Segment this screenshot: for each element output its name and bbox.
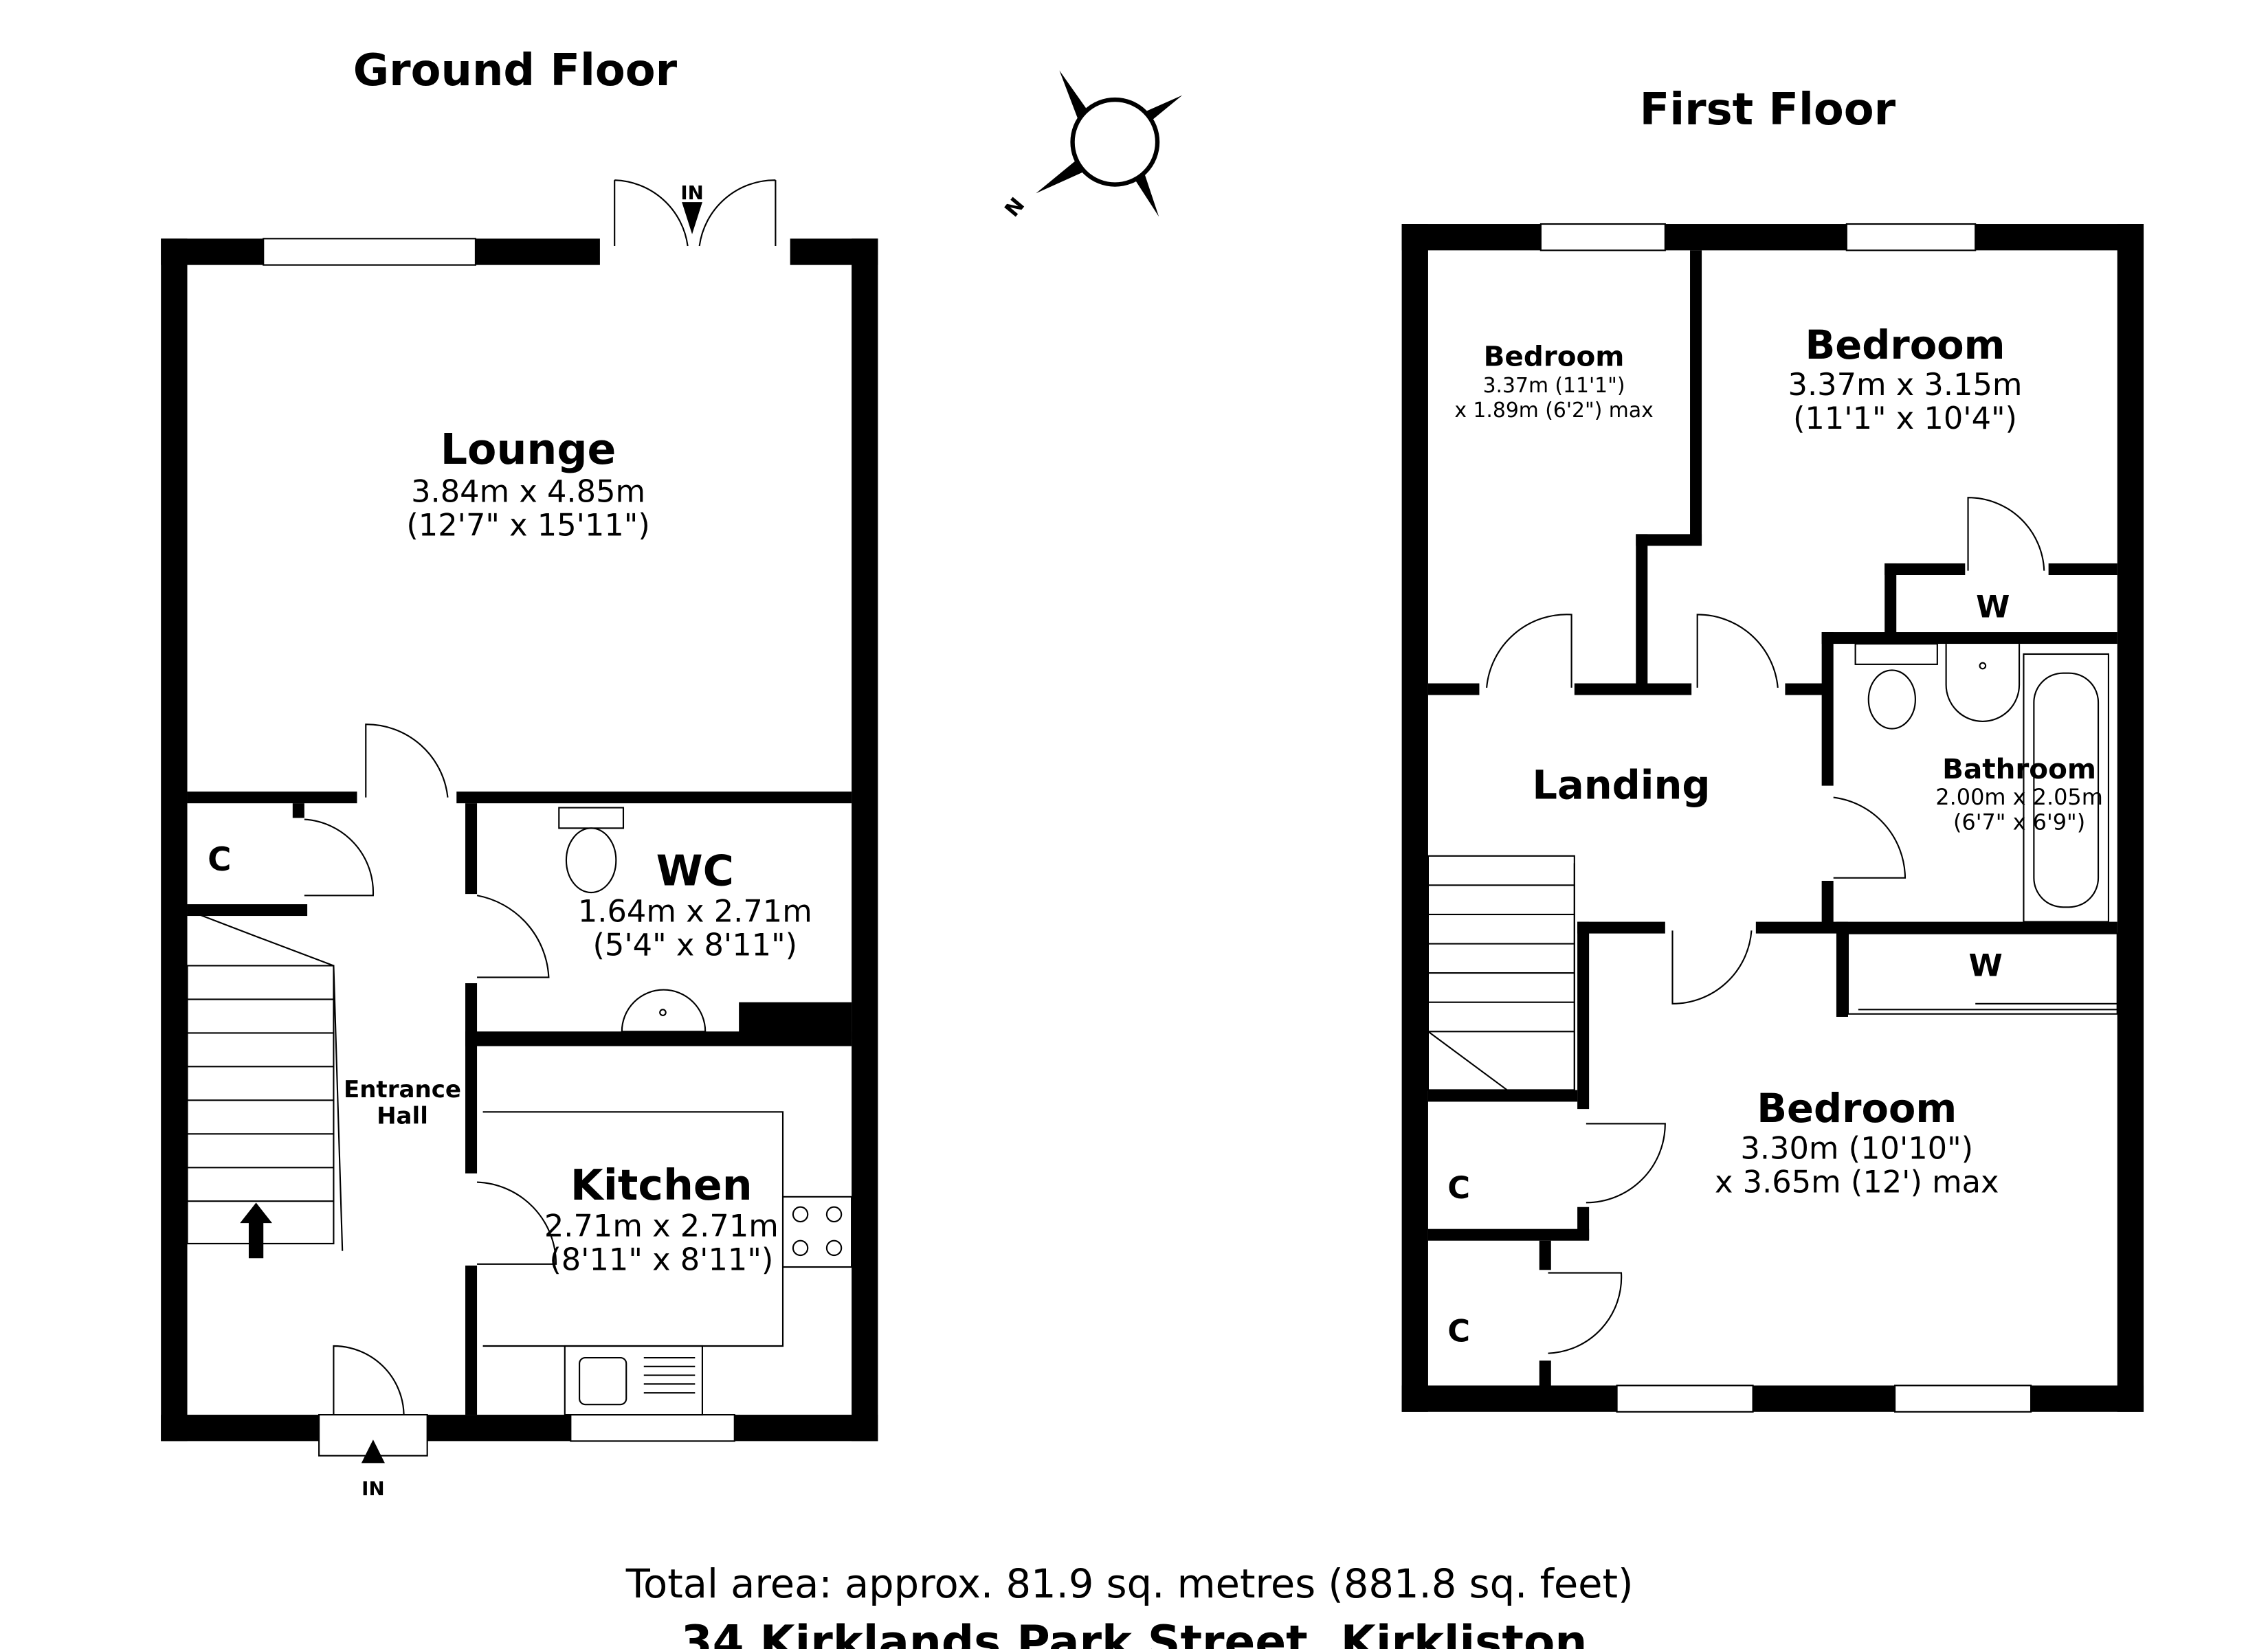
bathroom-dim-imperial: (6'7" x 6'9") <box>1953 809 2085 835</box>
total-area: Total area: approx. 81.9 sq. metres (881… <box>625 1561 1634 1607</box>
door-arc <box>476 895 550 978</box>
wardrobe-label: W <box>1968 947 2002 983</box>
stairs-up-arrow-icon <box>240 1202 272 1259</box>
kitchen-dim-imperial: (8'11" x 8'11") <box>549 1242 773 1277</box>
bedroom-3-dim-2: x 3.65m (12') max <box>1715 1164 1999 1200</box>
door-arc <box>365 723 449 798</box>
compass-icon: N <box>1000 70 1183 222</box>
cupboard-label: C <box>208 842 231 879</box>
front-door <box>318 1345 428 1457</box>
bathroom-dim-metric: 2.00m x 2.05m <box>1935 784 2103 810</box>
rear-entry-arrow-icon <box>682 202 702 234</box>
wc-name: WC <box>656 846 734 895</box>
bedroom-2-name: Bedroom <box>1805 322 2005 368</box>
door-arc <box>304 818 374 897</box>
window <box>570 1414 735 1442</box>
cupboard-label: C <box>1447 1170 1470 1206</box>
bedroom-1-dim-2: x 1.89m (6'2") max <box>1454 399 1653 423</box>
staircase <box>1427 855 1575 1091</box>
bedroom-1-name: Bedroom <box>1484 340 1625 373</box>
window <box>263 238 476 266</box>
toilet-icon <box>558 807 625 894</box>
window <box>1539 223 1666 251</box>
kitchen-counter <box>482 1111 853 1416</box>
ground-floor-title: Ground Floor <box>353 45 678 96</box>
window <box>1616 1384 1754 1413</box>
sink-icon <box>621 989 707 1033</box>
entrance-hall-label-1: Entrance <box>344 1076 461 1103</box>
bedroom-3-dim-1: 3.30m (10'10") <box>1740 1130 1973 1166</box>
window <box>1894 1384 2032 1413</box>
landing-name: Landing <box>1532 763 1710 809</box>
kitchen-name: Kitchen <box>570 1160 753 1210</box>
cupboard-label: C <box>1447 1314 1470 1349</box>
bedroom-2-dim-imperial: (11'1" x 10'4") <box>1793 401 2017 436</box>
first-floor-title: First Floor <box>1640 85 1896 135</box>
front-entry-label: IN <box>362 1477 384 1500</box>
lounge-dim-imperial: (12'7" x 15'11") <box>406 508 649 543</box>
kitchen-dim-metric: 2.71m x 2.71m <box>544 1208 779 1244</box>
lounge-name: Lounge <box>441 425 616 474</box>
north-label: N <box>1000 193 1030 222</box>
bathroom-name: Bathroom <box>1942 752 2096 785</box>
bedroom-1-dim-1: 3.37m (11'1") <box>1483 374 1625 398</box>
front-entry-arrow-icon <box>361 1439 385 1463</box>
rear-double-door <box>614 179 777 247</box>
window <box>1845 223 1977 251</box>
wc-dim-metric: 1.64m x 2.71m <box>578 894 812 930</box>
door-arc <box>477 1181 557 1265</box>
address: 34 Kirklands Park Street, Kirkliston <box>681 1615 1588 1649</box>
bathroom-fixtures <box>1854 642 2109 923</box>
rear-entry-label: IN <box>680 181 703 204</box>
bedroom-2-dim-metric: 3.37m x 3.15m <box>1788 367 2023 403</box>
wardrobe-label: W <box>1976 590 2010 625</box>
bedroom-3-name: Bedroom <box>1757 1086 1957 1132</box>
door-arcs <box>1486 497 2118 1354</box>
entrance-hall-label-2: Hall <box>377 1102 428 1130</box>
staircase <box>186 909 344 1251</box>
lounge-dim-metric: 3.84m x 4.85m <box>411 474 645 510</box>
wc-dim-imperial: (5'4" x 8'11") <box>593 928 798 963</box>
